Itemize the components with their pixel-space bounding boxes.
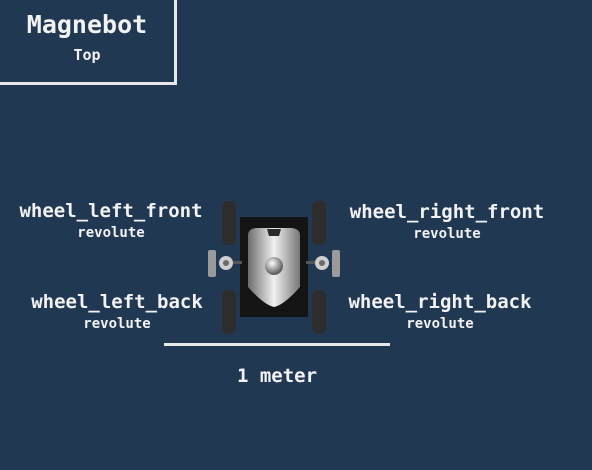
joint-type: revolute [77, 225, 145, 241]
joint-label-wheel-left-back: wheel_left_back revolute [7, 291, 227, 333]
wheel-right-front-icon [312, 201, 326, 245]
left-axle-hub-icon [208, 250, 233, 277]
robot-name: Magnebot [26, 10, 148, 39]
joint-name: wheel_right_back [348, 291, 532, 313]
joint-label-wheel-right-back: wheel_right_back revolute [330, 291, 550, 333]
joint-type: revolute [406, 316, 474, 332]
scale-bar [164, 343, 390, 346]
joint-label-wheel-right-front: wheel_right_front revolute [337, 201, 557, 243]
joint-type: revolute [83, 316, 151, 332]
joint-name: wheel_right_front [349, 201, 545, 223]
chassis [224, 217, 324, 317]
joint-type: revolute [413, 226, 481, 242]
scale-label: 1 meter [236, 365, 318, 387]
title-box: Magnebot Top [0, 0, 177, 85]
joint-name: wheel_left_front [19, 200, 203, 222]
wheel-left-back-icon [222, 290, 236, 334]
joint-label-wheel-left-front: wheel_left_front revolute [1, 200, 221, 242]
joint-name: wheel_left_back [31, 291, 203, 313]
right-axle-hub-icon [315, 250, 340, 277]
wheel-right-back-icon [312, 290, 326, 334]
wheel-left-front-icon [222, 201, 236, 245]
view-name: Top [73, 46, 101, 64]
magnebot-top-view [208, 201, 340, 334]
